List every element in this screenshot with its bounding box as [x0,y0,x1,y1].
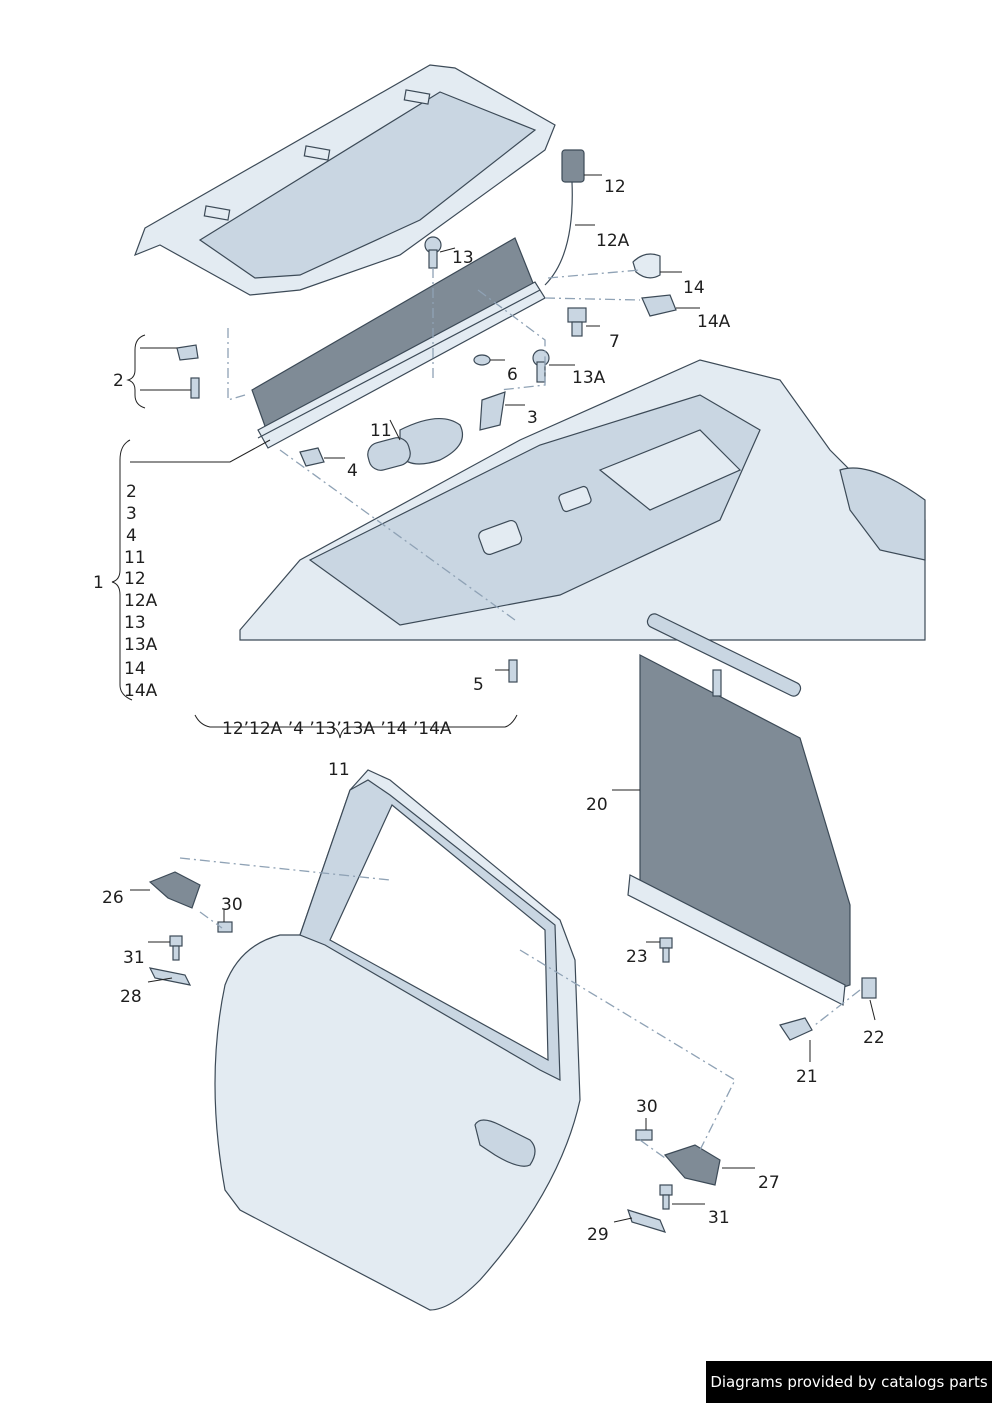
callout-1: 1 [93,573,104,593]
callout-6: 6 [507,365,518,385]
leader-lines [111,174,876,1223]
callout-3: 3 [527,408,538,428]
callout-7: 7 [609,332,620,352]
callout-31-bottom: 31 [708,1208,730,1228]
rear-floor-body [239,359,926,641]
callout-22: 22 [863,1028,885,1048]
group-1-item: 13A [124,635,158,655]
callout-26: 26 [102,888,124,908]
callout-13: 13 [452,248,474,268]
callout-27: 27 [758,1173,780,1193]
parcel-shelf [133,64,556,296]
group-1-item: 2 [126,482,137,502]
callout-4: 4 [347,461,358,481]
group-1-item: 14 [124,659,146,679]
callout-30-bottom: 30 [636,1097,658,1117]
callout-5: 5 [473,675,484,695]
side-window-sunblind [627,613,877,1041]
assembly-lines [179,268,861,1159]
group-1-item: 13 [124,613,146,633]
group-1-list: 2 3 4 11 12 12A 13 13A 14 14A [124,482,158,701]
callout-12: 12 [604,177,626,197]
callout-20: 20 [586,795,608,815]
callout-23: 23 [626,947,648,967]
callout-12A: 12A [596,231,630,251]
footer-credit: Diagrams provided by catalogs parts [706,1361,992,1403]
callout-30-top: 30 [221,895,243,915]
small-parts-top [176,236,677,683]
callout-21: 21 [796,1067,818,1087]
callout-28: 28 [120,987,142,1007]
group-1-item: 12 [124,569,146,589]
callout-31-top: 31 [123,948,145,968]
group-1-item: 14A [124,681,158,701]
callout-29: 29 [587,1225,609,1245]
door-small-parts [148,871,721,1233]
group-1-item: 4 [126,526,137,546]
sunblind-motor [367,417,464,471]
group-11-list: 12’12A ’4 ’13’13A ’14 ’14A [222,719,452,739]
connector-and-cable [544,149,585,286]
group-1-item: 11 [124,548,146,568]
group-1-item: 3 [126,504,137,524]
callout-13A: 13A [572,368,606,388]
group-1-item: 12A [124,591,158,611]
rear-door [214,769,581,1311]
callout-11-door: 11 [328,760,350,780]
callout-14A: 14A [697,312,731,332]
callout-labels: 12 12A 13 14 14A 7 2 6 13A 3 11 4 5 1 11… [93,177,885,1245]
callout-11: 11 [370,421,392,441]
callout-14: 14 [683,278,705,298]
callout-2: 2 [113,371,124,391]
